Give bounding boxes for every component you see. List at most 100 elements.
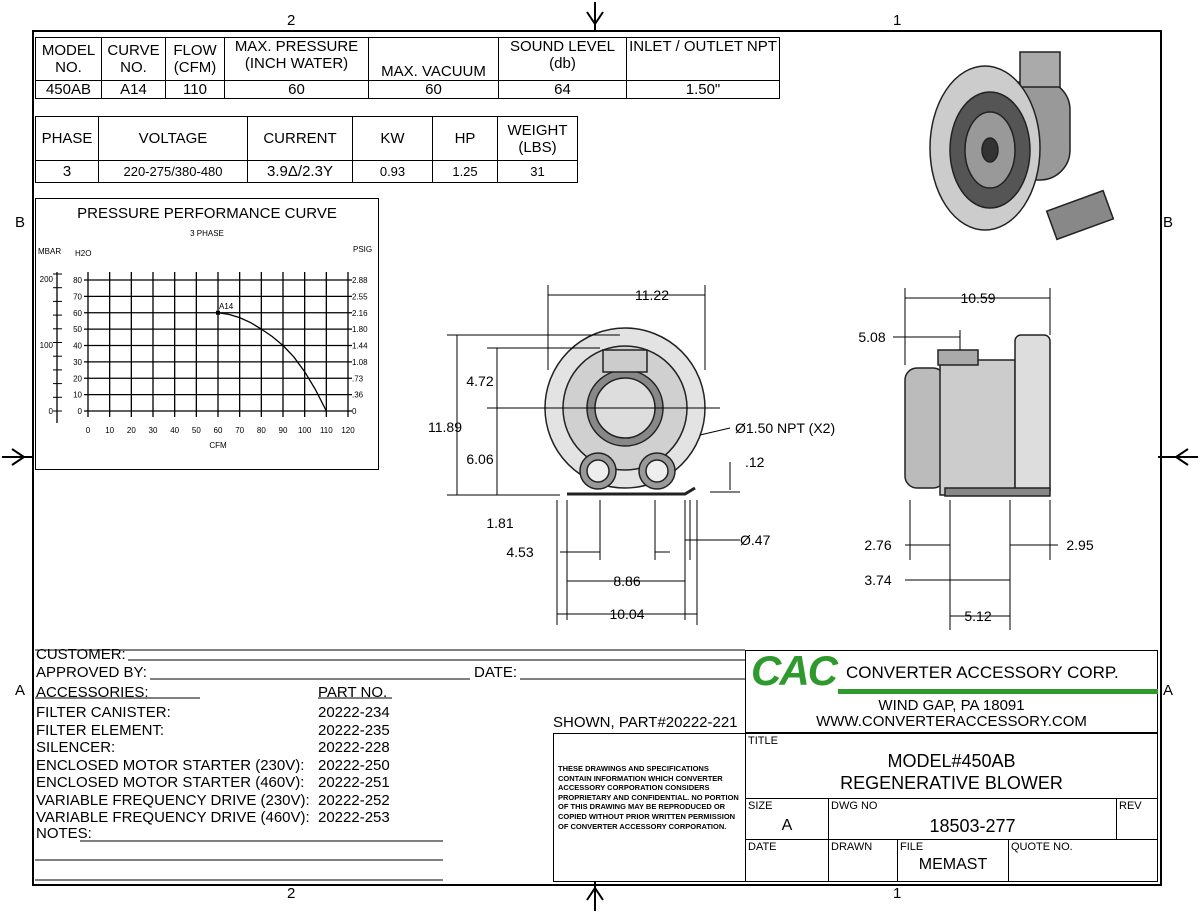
header-flow: FLOW (CFM) (165, 37, 225, 81)
header-inlet-outlet: INLET / OUTLET NPT (626, 37, 780, 81)
company-address: WIND GAP, PA 18091 (878, 697, 1025, 714)
accessory-name: SILENCER: (36, 739, 116, 756)
company-website[interactable]: WWW.CONVERTERACCESSORY.COM (816, 713, 1087, 730)
psig-tick-label: 2.16 (352, 309, 368, 318)
file-value: MEMAST (918, 856, 988, 873)
y-tick-label: 50 (73, 325, 82, 334)
rev-label: REV (1119, 800, 1142, 812)
dim-8-86: 8.86 (613, 573, 640, 589)
accessory-row: VARIABLE FREQUENCY DRIVE (230V):20222-25… (36, 792, 436, 810)
x-tick-label: 0 (86, 426, 91, 435)
annotation-a14: A14 (219, 302, 234, 311)
quote-label: QUOTE NO. (1011, 841, 1073, 853)
header-kw: KW (352, 116, 433, 161)
dim-2-76: 2.76 (864, 537, 891, 553)
dim-5-08: 5.08 (858, 329, 885, 345)
header-current: CURRENT (247, 116, 353, 161)
dim-npt: Ø1.50 NPT (X2) (735, 420, 835, 436)
mbar-axis-label: MBAR (38, 247, 61, 256)
y-axis-label: H2O (75, 249, 91, 258)
x-tick-label: 120 (341, 426, 355, 435)
accessory-part-no: 20222-250 (318, 756, 390, 774)
title-line-2: REGENERATIVE BLOWER (840, 773, 1063, 793)
spec-table-model: MODEL NO. CURVE NO. FLOW (CFM) MAX. PRES… (35, 37, 780, 99)
psig-tick-label: .36 (352, 391, 364, 400)
x-tick-label: 110 (320, 426, 333, 435)
dimension-labels: 11.22 4.72 11.89 6.06 1.81 4.53 8.86 10.… (428, 287, 1094, 624)
dim-2-95: 2.95 (1066, 537, 1093, 553)
file-label: FILE (900, 841, 924, 853)
x-tick-label: 50 (192, 426, 201, 435)
accessory-name: FILTER ELEMENT: (36, 721, 165, 739)
disclaimer-box: THESE DRAWINGS AND SPECIFICATIONS CONTAI… (553, 733, 746, 882)
accessory-part-no: 20222-252 (318, 791, 390, 809)
value-current: 3.9Δ/2.3Y (247, 160, 353, 183)
y-tick-label: 60 (73, 309, 82, 318)
value-weight: 31 (497, 160, 578, 183)
performance-chart: PRESSURE PERFORMANCE CURVE 3 PHASE (35, 198, 379, 470)
zone-label: 1 (893, 12, 902, 29)
accessory-row: FILTER ELEMENT:20222-235 (36, 722, 436, 740)
value-flow: 110 (165, 80, 225, 99)
dim-10-04: 10.04 (609, 606, 644, 622)
zone-label: 2 (287, 885, 296, 902)
dim-4-53: 4.53 (506, 544, 533, 560)
dim-width-front: 11.22 (635, 287, 669, 303)
zone-label: 2 (287, 12, 296, 29)
drawn-label: DRAWN (831, 841, 873, 853)
dim-3-74: 3.74 (864, 572, 891, 588)
psig-tick-label: 0 (352, 407, 357, 416)
psig-tick-label: 1.44 (352, 342, 368, 351)
series-point-a14 (216, 310, 220, 315)
dim-1-81: 1.81 (486, 515, 513, 531)
part-no-label: PART NO. (318, 684, 388, 701)
quote-cell: QUOTE NO. (1008, 839, 1158, 882)
zone-label: A (1163, 682, 1174, 699)
title-line-1: MODEL#450AB (887, 751, 1016, 771)
size-cell: SIZE A (745, 798, 829, 840)
psig-tick-label: 2.88 (352, 276, 368, 285)
mbar-tick-label: 0 (49, 407, 54, 416)
dim-hole: Ø.47 (740, 532, 771, 548)
disclaimer-text: THESE DRAWINGS AND SPECIFICATIONS CONTAI… (558, 764, 739, 831)
company-block: CAC CONVERTER ACCESSORY CORP. WIND GAP, … (745, 647, 1158, 733)
y-tick-label: 70 (73, 292, 82, 301)
dim-0-12: .12 (745, 454, 765, 470)
zone-label: A (15, 682, 26, 699)
drawn-cell: DRAWN (828, 839, 898, 882)
header-weight: WEIGHT (LBS) (497, 116, 578, 161)
cac-logo: CAC (751, 647, 838, 694)
dim-height: 11.89 (428, 419, 462, 435)
accessory-name: ENCLOSED MOTOR STARTER (230V): (36, 756, 305, 774)
x-tick-label: 60 (214, 426, 223, 435)
header-phase: PHASE (35, 116, 99, 161)
value-max-vacuum: 60 (368, 80, 499, 99)
x-tick-label: 90 (279, 426, 288, 435)
tb-date-label: DATE (748, 841, 777, 853)
dim-5-12: 5.12 (964, 608, 991, 624)
zone-label: 1 (893, 885, 902, 902)
accessory-name: ENCLOSED MOTOR STARTER (460V): (36, 774, 305, 791)
mbar-tick-label: 100 (40, 341, 54, 350)
dwg-no-value: 18503-277 (929, 816, 1016, 836)
value-inlet-outlet: 1.50" (626, 80, 780, 99)
x-axis-label: CFM (209, 441, 227, 450)
value-hp: 1.25 (432, 160, 498, 183)
accessory-part-no: 20222-234 (318, 704, 390, 721)
approved-by-label: APPROVED BY: (36, 664, 147, 681)
dim-6-06: 6.06 (466, 451, 493, 467)
value-model: 450AB (35, 80, 102, 99)
accessory-row: ENCLOSED MOTOR STARTER (230V): 20222-250 (36, 757, 436, 775)
blower-side-view (904, 334, 1051, 497)
chart-subtitle: 3 PHASE (190, 229, 224, 238)
blower-isometric-image (929, 51, 1115, 241)
size-label: SIZE (748, 800, 773, 812)
psig-tick-label: .73 (352, 374, 364, 383)
header-curve: CURVE NO. (101, 37, 166, 81)
customer-label: CUSTOMER: (36, 646, 126, 663)
value-curve: A14 (101, 80, 166, 99)
